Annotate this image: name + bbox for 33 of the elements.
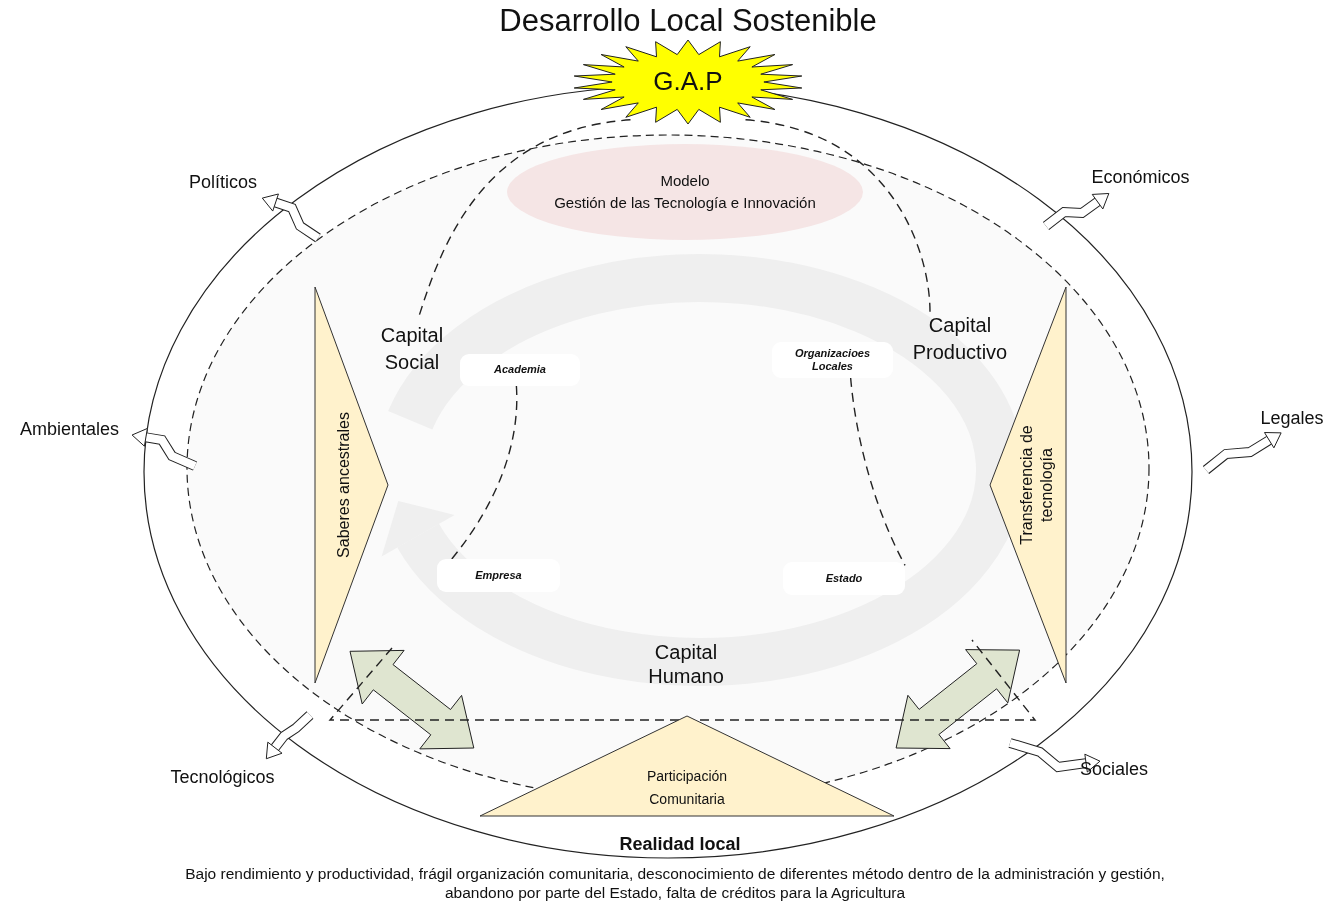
rounded-box xyxy=(437,559,560,592)
heading-text: Realidad local xyxy=(618,834,742,856)
node-text: Gestión de las Tecnología e Innovación xyxy=(554,193,816,213)
double-block-arrow xyxy=(349,649,475,750)
dashed-line xyxy=(451,385,518,560)
section-label: Capital Social xyxy=(362,322,462,376)
node-text: Saberes ancestrales xyxy=(333,411,353,560)
section-label: Capital Humano xyxy=(647,640,725,688)
factor-label: Tecnológicos xyxy=(169,767,276,789)
factor-label: Ambientales xyxy=(18,419,121,441)
dashed-line xyxy=(849,377,906,566)
factor-label: Políticos xyxy=(188,172,258,194)
dashed-line xyxy=(744,119,931,313)
starburst-shape xyxy=(573,40,803,124)
rounded-box xyxy=(460,354,580,386)
section-label: Capital Productivo xyxy=(900,312,1020,366)
title: Desarrollo Local Sostenible xyxy=(498,2,878,40)
node-text: Modelo xyxy=(660,171,710,192)
description-text: Bajo rendimiento y productividad, frágil organización comunitaria, desconocimiento de diferentes método dentro de la administración y gestión, abandono por parte del Estado, falta de créditos para la Agricultura xyxy=(184,865,1166,903)
node-text: Participación Comunitaria xyxy=(645,767,729,809)
oval-shape xyxy=(507,144,863,240)
node-text: Empresa xyxy=(475,568,522,583)
triangle-shape xyxy=(480,716,894,816)
node-text: Estado xyxy=(825,571,863,586)
double-block-arrow xyxy=(895,649,1021,750)
rounded-box xyxy=(772,342,893,378)
node-text: G.A.P xyxy=(653,65,723,99)
node-text: Transferencia de tecnología xyxy=(1017,424,1056,547)
factor-label: Legales xyxy=(1259,408,1325,430)
node-text: Academia xyxy=(494,363,546,377)
factor-label: Económicos xyxy=(1090,167,1191,189)
node-text: Organizacioes Locales xyxy=(793,346,872,374)
rounded-box xyxy=(783,562,905,595)
